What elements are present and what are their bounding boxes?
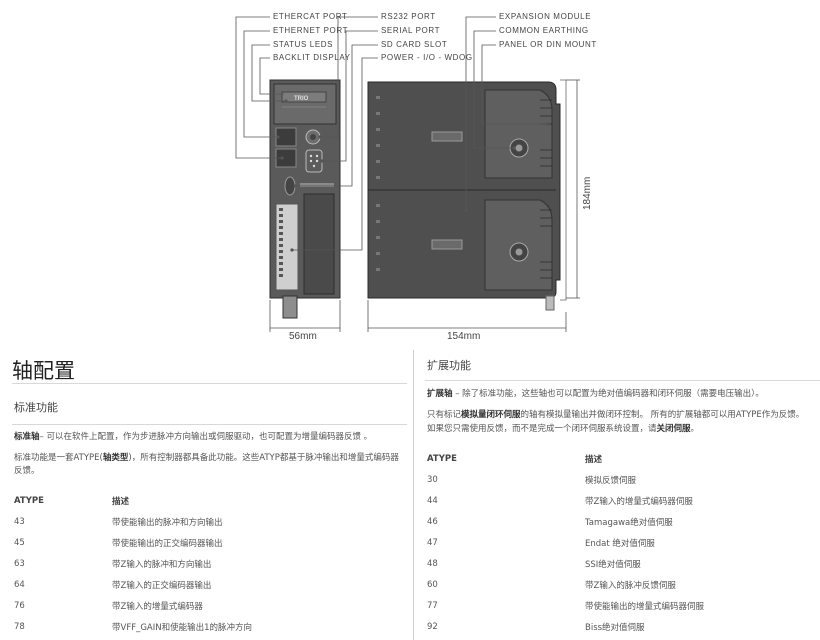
analog-servo-term: 模拟量闭环伺服 [461,410,521,420]
servo-off-text-2: 。 [690,424,700,434]
description-cell: SSI绝对值伺服 [585,559,641,570]
standard-features-description: 标准功能是一套ATYPE(轴类型)，所有控制器都具备此功能。这些ATYP都基于脉… [14,452,404,478]
callout-sd-card-slot: SD CARD SLOT [381,40,448,49]
trio-logo-top [431,131,463,142]
description-cell: 带VFF_GAIN和使能输出1的脉冲方向 [112,622,253,633]
extended-axis-text: – 除了标准功能，这些轴也可以配置为绝对值编码器和闭环伺服（需要电压输出）。 [452,389,764,399]
table-row: 92 Biss绝对值伺服 [427,616,817,637]
controller-unit: TRIO [269,79,341,319]
atype-cell: 48 [427,558,438,569]
extended-heading-divider [425,380,820,381]
table-row: 64 带Z输入的正交编码器输出 [14,574,409,595]
description-cell: Tamagawa绝对值伺服 [585,517,673,528]
analog-servo-text-2: 的轴有模拟量输出并做闭环控制。 所有的扩展轴都可以用ATYPE作为反馈。 [520,410,805,420]
panel-divider [413,350,414,640]
backlit-display [281,91,327,103]
atype-cell: 60 [427,579,438,590]
atype-cell: 64 [14,579,25,590]
column-header-atype: ATYPE [14,495,44,506]
callout-status-leds: STATUS LEDS [273,40,334,49]
table-row: 44 带Z输入的增量式编码器伺服 [427,490,817,511]
extended-features-heading: 扩展功能 [427,359,471,372]
servo-off-note: 如果您只需使用反馈，而不是完成一个闭环伺服系统设置，请关闭伺服。 [427,423,817,436]
title-divider [12,383,407,384]
callout-expansion-module: EXPANSION MODULE [499,12,592,21]
atype-cell: 46 [427,516,438,527]
extended-axis-description: 扩展轴 – 除了标准功能，这些轴也可以配置为绝对值编码器和闭环伺服（需要电压输出… [427,388,817,401]
table-row: 76 带Z输入的增量式编码器 [14,595,409,616]
expansion-unit [367,79,567,311]
atype-cell: 47 [427,537,438,548]
page-title: 轴配置 [12,359,75,383]
column-header-atype: ATYPE [427,453,457,464]
controller-drawing: TRIO [235,16,580,332]
servo-off-text: 如果您只需使用反馈，而不是完成一个闭环伺服系统设置，请 [427,424,657,434]
callout-serial-port: SERIAL PORT [381,26,441,35]
atype-cell: 44 [427,495,438,506]
callout-common-earthing: COMMON EARTHING [499,26,589,35]
description-cell: 带Z输入的脉冲反馈伺服 [585,580,676,591]
extended-atype-table: ATYPE 描述 30 模拟反馈伺服 44 带Z输入的增量式编码器伺服 46 Tama… [427,448,817,637]
table-row: 47 Endat 绝对值伺服 [427,532,817,553]
dimension-controller-width: 56mm [289,331,317,342]
hardware-diagram: TRIO [235,12,597,342]
atype-cell: 77 [427,600,438,611]
column-header-description: 描述 [585,454,603,465]
description-cell: 带Z输入的正交编码器输出 [112,580,212,591]
standard-axis-term: 标准轴 [14,432,40,442]
table-row: 60 带Z输入的脉冲反馈伺服 [427,574,817,595]
table-row: 63 带Z输入的脉冲和方向输出 [14,553,409,574]
table-row: 43 带使能输出的脉冲和方向输出 [14,511,409,532]
dimension-height: 184mm [582,176,593,210]
column-header-description: 描述 [112,496,130,507]
callout-panel-din-mount: PANEL OR DIN MOUNT [499,40,597,49]
analog-servo-note: 只有标记模拟量闭环伺服的轴有模拟量输出并做闭环控制。 所有的扩展轴都可以用ATY… [427,409,817,422]
standard-features-heading: 标准功能 [14,401,58,414]
analog-servo-text: 只有标记 [427,410,462,420]
atype-cell: 63 [14,558,25,569]
callout-rs232-port: RS232 PORT [381,12,436,21]
atype-cell: 76 [14,600,25,611]
serial-port [305,149,323,173]
table-row: 46 Tamagawa绝对值伺服 [427,511,817,532]
atype-cell: 92 [427,621,438,632]
standard-axis-description: 标准轴– 可以在软件上配置，作为步进脉冲方向输出或伺服驱动，也可配置为增量编码器… [14,431,409,444]
table-row: 30 模拟反馈伺服 [427,469,817,490]
description-cell: 带Z输入的增量式编码器伺服 [585,496,693,507]
extended-axis-term: 扩展轴 [427,389,453,399]
table-header-row: ATYPE 描述 [14,490,409,511]
table-row: 78 带VFF_GAIN和使能输出1的脉冲方向 [14,616,409,637]
trio-logo-bottom [431,239,463,250]
description-cell: 带使能输出的脉冲和方向输出 [112,517,223,528]
description-cell: 模拟反馈伺服 [585,475,637,486]
subtitle-divider [12,424,407,425]
table-row: 48 SSI绝对值伺服 [427,553,817,574]
axis-type-term: 轴类型 [102,453,129,463]
atype-intro-text-2: )，所有控制器都具备此功能。这些ATYP都基于脉冲输出和增量式编码器反馈。 [14,453,399,476]
description-cell: 带使能输出的正交编码器输出 [112,538,223,549]
atype-cell: 30 [427,474,438,485]
standard-atype-table: ATYPE 描述 43 带使能输出的脉冲和方向输出 45 带使能输出的正交编码器输出… [14,490,409,637]
dimension-total-width: 154mm [447,331,481,342]
callout-ethercat-port: ETHERCAT PORT [273,12,348,21]
atype-cell: 43 [14,516,25,527]
atype-intro-text: 标准功能是一套ATYPE( [14,453,103,463]
svg-text:TRIO: TRIO [294,96,309,102]
table-row: 77 带使能输出的增量式编码器伺服 [427,595,817,616]
callout-backlit-display: BACKLIT DISPLAY [273,53,351,62]
description-cell: 带Z输入的脉冲和方向输出 [112,559,212,570]
table-header-row: ATYPE 描述 [427,448,817,469]
description-cell: Endat 绝对值伺服 [585,538,655,549]
callout-power-io-wdog: POWER - I/O - WDOG [381,53,473,62]
servo-off-term: 关闭伺服 [656,424,691,434]
description-cell: 带Z输入的增量式编码器 [112,601,203,612]
description-cell: Biss绝对值伺服 [585,622,645,633]
standard-axis-text: – 可以在软件上配置，作为步进脉冲方向输出或伺服驱动，也可配置为增量编码器反馈 … [39,432,373,442]
description-cell: 带使能输出的增量式编码器伺服 [585,601,705,612]
callout-ethernet-port: ETHERNET PORT [273,26,349,35]
atype-cell: 78 [14,621,25,632]
atype-cell: 45 [14,537,25,548]
table-row: 45 带使能输出的正交编码器输出 [14,532,409,553]
